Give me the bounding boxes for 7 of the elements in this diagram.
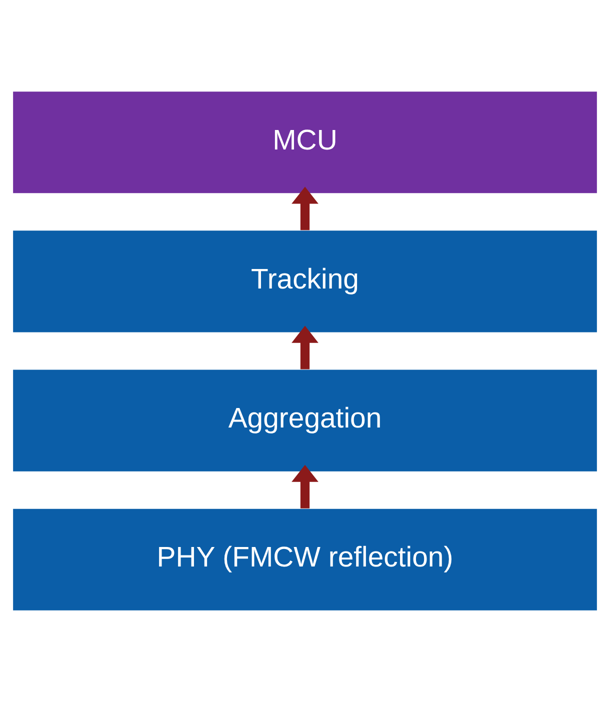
node-box: Tracking [12, 230, 598, 334]
arrow [292, 326, 318, 370]
node-box: MCU [12, 90, 598, 194]
arrow [292, 464, 318, 508]
node-box: Aggregation [12, 368, 598, 472]
arrow [292, 186, 318, 230]
node-box: PHY (FMCW reflection) [12, 508, 598, 612]
